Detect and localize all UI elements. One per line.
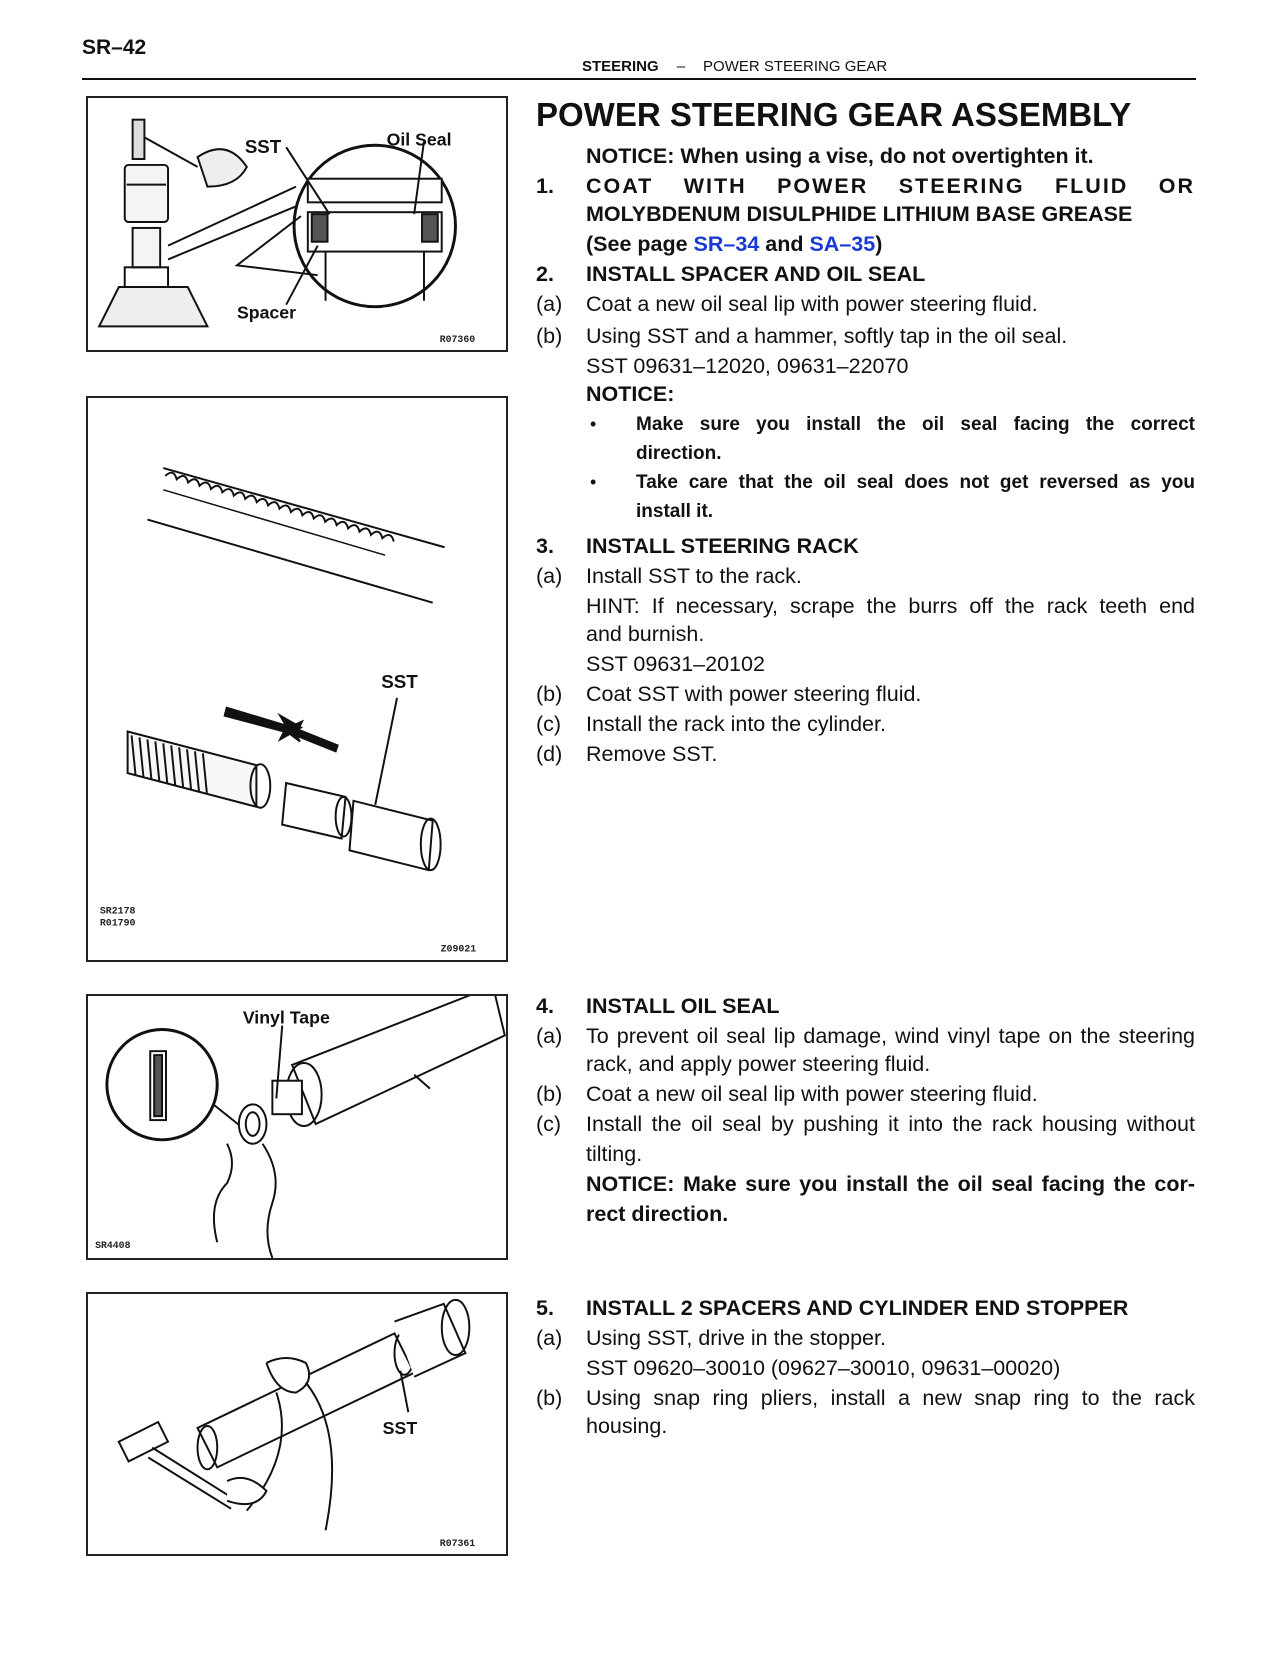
step4-a-line1: To prevent oil seal lip damage, wind vin… [586, 1024, 1195, 1048]
step4-a-line2: rack, and apply power steering fluid. [586, 1052, 931, 1076]
step1-heading-line1: COAT WITH POWER STEERING FLUID OR [586, 174, 1195, 198]
step3-c-text: Install the rack into the cylinder. [586, 712, 886, 736]
figure-code-1: SR2178 [100, 906, 136, 917]
step3-c-label: (c) [536, 712, 562, 736]
label-sst: SST [383, 1418, 418, 1438]
step4-a-label: (a) [536, 1024, 563, 1048]
step4-c-line2: tilting. [586, 1142, 643, 1166]
step4-notice-line1: NOTICE: Make sure you install the oil se… [586, 1172, 1195, 1196]
step4-notice-line2: rect direction. [586, 1202, 729, 1226]
figure-code: Z09021 [441, 943, 477, 954]
step2-heading: INSTALL SPACER AND OIL SEAL [586, 262, 926, 286]
step4-number: 4. [536, 994, 554, 1018]
header-text: STEERING–POWER STEERING GEAR [582, 58, 887, 75]
notice-vise: NOTICE: When using a vise, do not overti… [586, 144, 1094, 168]
step1-see-page: (See page SR–34 and SA–35) [586, 230, 882, 258]
figure-tape-drawing: Vinyl Tape SR4408 [95, 996, 506, 1258]
step3-sst: SST 09631–20102 [586, 652, 765, 676]
figure-code: R07361 [440, 1538, 475, 1549]
bullet-1-line1: Make sure you install the oil seal facin… [636, 414, 1195, 435]
step5-number: 5. [536, 1296, 554, 1320]
header-subsection: POWER STEERING GEAR [703, 58, 888, 75]
figure-oil-seal-install: SST Oil Seal Spacer R07360 [86, 96, 508, 352]
step3-b-text: Coat SST with power steering fluid. [586, 682, 922, 706]
step2-sst: SST 09631–12020, 09631–22070 [586, 354, 909, 378]
running-header: STEERING–POWER STEERING GEAR [82, 58, 1196, 80]
bullet-1-text: Make sure you install the oil seal facin… [636, 410, 1195, 468]
figure-code: R07360 [440, 334, 475, 345]
label-sst: SST [381, 671, 418, 692]
step3-number: 3. [536, 534, 554, 558]
step4-b-text: Coat a new oil seal lip with power steer… [586, 1082, 1038, 1106]
step3-hint-line1: HINT: If necessary, scrape the burrs off… [586, 594, 1195, 618]
step2-a-label: (a) [536, 292, 563, 316]
see-prefix: (See page [586, 232, 694, 256]
figure-rack-drawing: SST SR2178 R01790 Z09021 [100, 467, 477, 954]
bullet-2-line1: Take care that the oil seal does not get… [636, 472, 1195, 493]
step2-b-text: Using SST and a hammer, softly tap in th… [586, 324, 1068, 348]
step4-heading: INSTALL OIL SEAL [586, 994, 780, 1018]
step3-b-label: (b) [536, 682, 563, 706]
step5-a-label: (a) [536, 1326, 563, 1350]
link-sa-35[interactable]: SA–35 [809, 232, 876, 256]
page-number: SR–42 [82, 36, 147, 59]
figure-steering-rack-install: SST SR2178 R01790 Z09021 [86, 396, 508, 962]
figure-code: SR4408 [95, 1240, 130, 1251]
see-suffix: ) [875, 232, 883, 256]
step1-number: 1. [536, 174, 554, 198]
step3-hint-line2: and burnish. [586, 622, 705, 646]
step3-a-label: (a) [536, 564, 563, 588]
link-sr-34[interactable]: SR–34 [693, 232, 760, 256]
label-oil-seal: Oil Seal [387, 129, 452, 149]
step5-b-line1: Using snap ring pliers, install a new sn… [586, 1386, 1195, 1410]
step3-heading: INSTALL STEERING RACK [586, 534, 859, 558]
step4-c-label: (c) [536, 1112, 562, 1136]
figure-code-2: R01790 [100, 918, 136, 929]
step5-b-line2: housing. [586, 1414, 668, 1438]
bullet-2: • [590, 472, 597, 492]
step5-b-label: (b) [536, 1386, 563, 1410]
step5-heading: INSTALL 2 SPACERS AND CYLINDER END STOPP… [586, 1296, 1129, 1320]
label-spacer: Spacer [237, 303, 296, 323]
label-sst: SST [245, 136, 282, 157]
figure-vinyl-tape: Vinyl Tape SR4408 [86, 994, 508, 1260]
step2-b-label: (b) [536, 324, 563, 348]
step3-d-text: Remove SST. [586, 742, 718, 766]
figure-oil-seal-drawing: SST Oil Seal Spacer R07360 [97, 118, 475, 345]
bullet-2-text: Take care that the oil seal does not get… [636, 468, 1195, 526]
header-separator: – [676, 58, 686, 75]
step1-heading-line2: MOLYBDENUM DISULPHIDE LITHIUM BASE GREAS… [586, 202, 1133, 226]
step2-notice: NOTICE: [586, 382, 675, 406]
step5-a-text: Using SST, drive in the stopper. [586, 1326, 886, 1350]
label-vinyl-tape: Vinyl Tape [243, 1008, 330, 1028]
bullet-2-line2: install it. [636, 501, 714, 522]
see-and: and [759, 232, 810, 256]
step2-a-text: Coat a new oil seal lip with power steer… [586, 292, 1038, 316]
step5-sst: SST 09620–30010 (09627–30010, 09631–0002… [586, 1356, 1061, 1380]
step3-d-label: (d) [536, 742, 563, 766]
page-title: POWER STEERING GEAR ASSEMBLY [536, 96, 1132, 133]
bullet-1-line2: direction. [636, 443, 722, 464]
figure-stopper-drawing: SST R07361 [117, 1298, 475, 1549]
header-section: STEERING [582, 58, 659, 75]
step3-a-text: Install SST to the rack. [586, 564, 802, 588]
figure-drive-stopper: SST R07361 [86, 1292, 508, 1556]
bullet-1: • [590, 414, 597, 434]
step2-number: 2. [536, 262, 554, 286]
step4-b-label: (b) [536, 1082, 563, 1106]
step4-c-line1: Install the oil seal by pushing it into … [586, 1112, 1195, 1136]
